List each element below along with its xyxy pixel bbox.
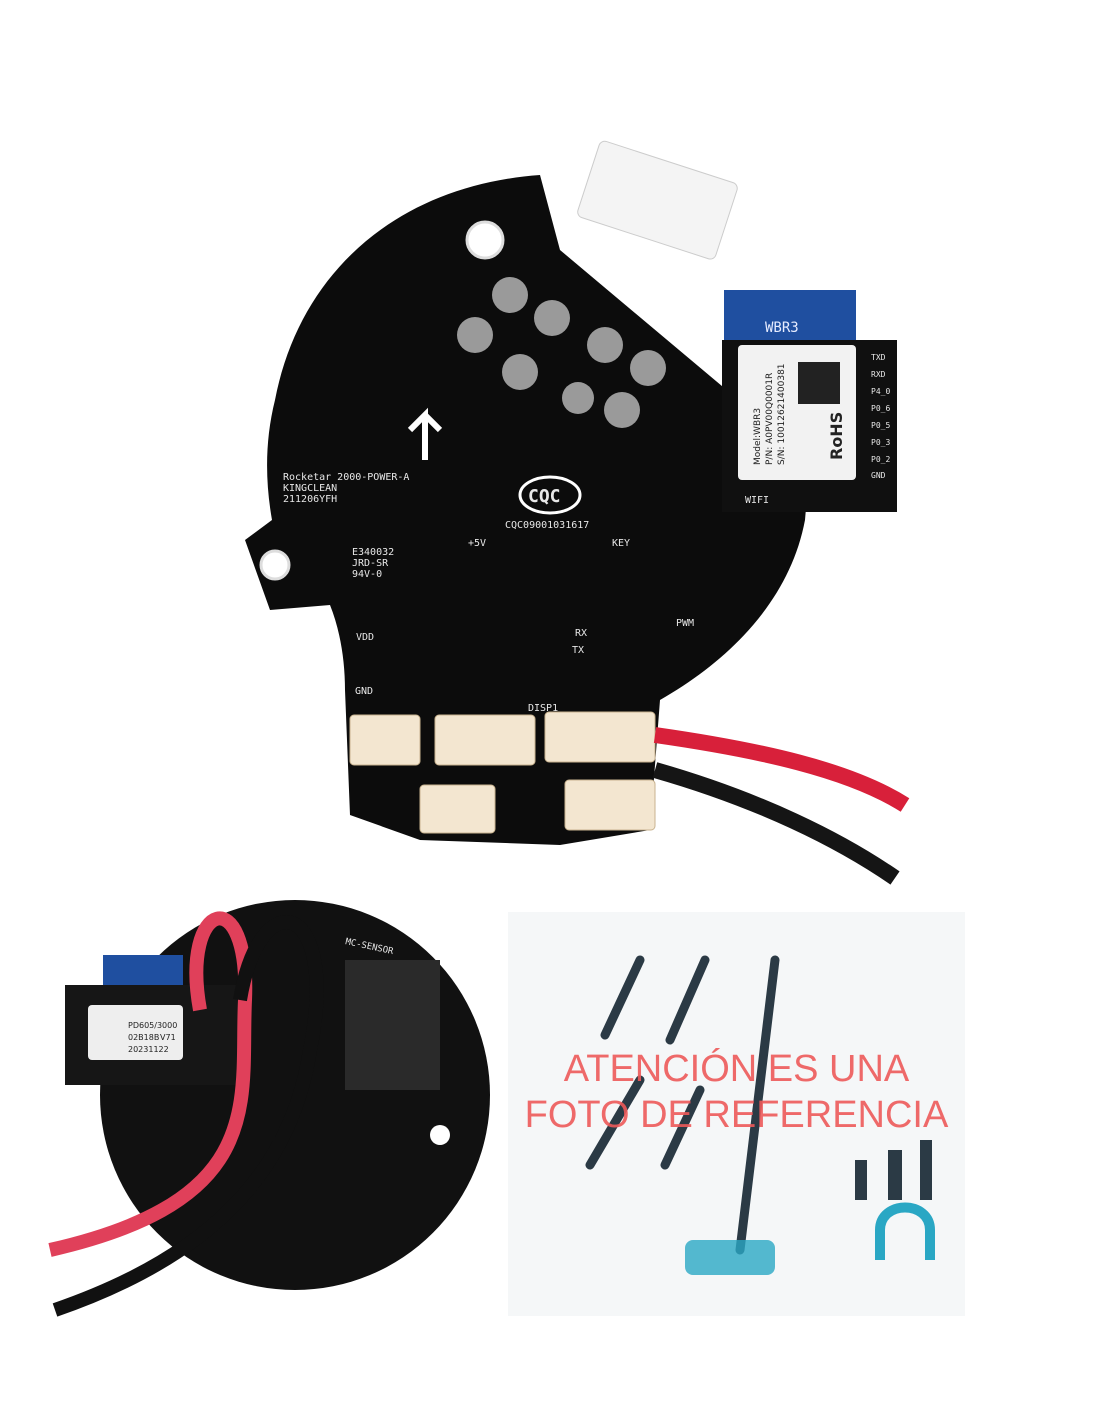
wifi-module-label: WBR3 <box>765 320 799 336</box>
silk-date-code: 211206YFH <box>283 494 337 505</box>
silk-ul-number: E340032 <box>352 547 394 558</box>
silk-tx: TX <box>572 645 584 656</box>
reference-image <box>508 912 965 1316</box>
red-wire <box>653 727 910 812</box>
sticker-code: 02B18B <box>128 1033 159 1042</box>
silk-brand: Rocketar 2000-POWER-A <box>283 472 409 483</box>
capacitors <box>457 277 666 428</box>
pin-p0-6: P0_6 <box>871 404 890 413</box>
sticker-version: V71 <box>160 1033 176 1042</box>
silk-key: KEY <box>612 538 630 549</box>
pin-rxd: RXD <box>871 370 886 379</box>
silk-5v: +5V <box>468 538 486 549</box>
sticker-model: PD605/3000 <box>128 1021 177 1030</box>
silk-vdd: VDD <box>356 632 374 643</box>
wifi-model: Model:WBR3 <box>753 408 763 465</box>
silk-rx: RX <box>575 628 587 639</box>
connectors <box>349 711 656 834</box>
warning-text-line1: ATENCIÓN ES UNA <box>563 1048 910 1090</box>
wifi-antenna <box>724 290 856 345</box>
black-wire <box>652 762 900 885</box>
sticker-date: 20231122 <box>128 1045 169 1054</box>
pin-p0-3: P0_3 <box>871 438 890 447</box>
cqc-logo: CQC <box>528 486 561 507</box>
pin-p0-2: P0_2 <box>871 455 890 464</box>
second-board-sticker <box>88 1005 183 1060</box>
silk-disp1: DISP1 <box>528 703 558 714</box>
pin-p0-5: P0_5 <box>871 421 890 430</box>
silk-gnd: GND <box>355 686 373 697</box>
wifi-pn: P/N: A0PV00Q0001R <box>765 373 775 465</box>
silk-pwm: PWM <box>676 618 694 629</box>
pin-txd: TXD <box>871 353 886 362</box>
top-connector <box>577 140 738 260</box>
silk-cqc-number: CQC09001031617 <box>505 520 589 531</box>
pin-gnd: GND <box>871 471 886 480</box>
wifi-silk-label: WIFI <box>745 495 769 506</box>
wifi-pin-labels: TXD RXD P4_0 P0_6 P0_5 P0_3 P0_2 GND <box>871 353 890 480</box>
arrow-marking <box>407 407 443 460</box>
wifi-rohs: RoHS <box>827 412 846 460</box>
main-pcb: CQC Rocketar 2000-POWER-A KINGCLEAN 2112… <box>245 140 910 885</box>
silk-jrd: JRD-SR <box>352 558 389 569</box>
warning-text-line2: FOTO DE REFERENCIA <box>524 1094 949 1136</box>
pin-p4-0: P4_0 <box>871 387 890 396</box>
silk-kingclean: KINGCLEAN <box>283 483 337 494</box>
second-pcb: PD605/3000 02B18B V71 20231122 MC-SENSOR <box>48 900 490 1317</box>
silk-94v0: 94V-0 <box>352 569 382 580</box>
wifi-sn: S/N: 10012621400381 <box>777 363 787 465</box>
